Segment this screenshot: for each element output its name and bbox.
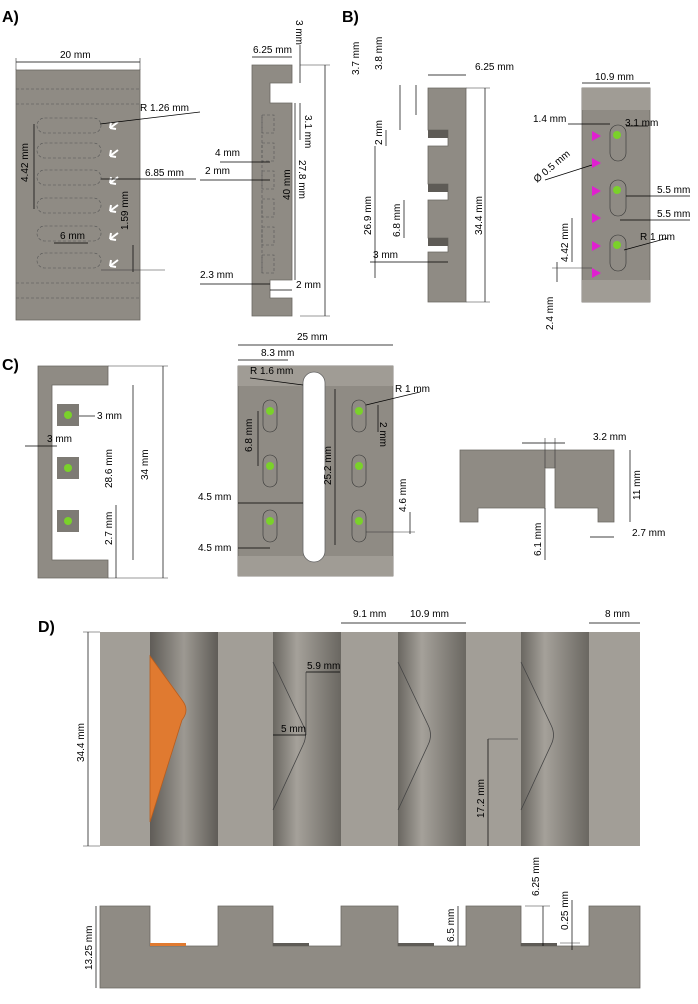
- dim-b-31: 3.1 mm: [625, 118, 658, 129]
- dim-b-dia: Ø 0.5 mm: [532, 149, 573, 186]
- dim-c-34: 34 mm: [140, 449, 151, 480]
- dim-a-3: 3 mm: [293, 20, 304, 45]
- dim-a-2: 2 mm: [205, 166, 230, 177]
- dim-d-91: 9.1 mm: [353, 609, 386, 620]
- dim-c-252: 25.2 mm: [323, 446, 334, 485]
- panel-label-d: D): [38, 619, 55, 636]
- dim-b-38: 3.8 mm: [374, 37, 385, 70]
- panel-d-side-view: [99, 905, 641, 989]
- dim-d-1325: 13.25 mm: [84, 926, 95, 970]
- green-marker: [613, 131, 621, 249]
- dim-c-32: 3.2 mm: [593, 432, 626, 443]
- dim-c-r16: R 1.6 mm: [250, 366, 293, 377]
- dim-b-37: 3.7 mm: [351, 42, 362, 75]
- dim-b-269: 26.9 mm: [363, 196, 374, 235]
- dim-a-radius: R 1.26 mm: [140, 103, 189, 114]
- dim-d-344: 34.4 mm: [76, 723, 87, 762]
- dim-b-68: 6.8 mm: [392, 204, 403, 237]
- dim-a-685: 6.85 mm: [145, 168, 184, 179]
- dim-a-40: 40 mm: [282, 169, 293, 200]
- orange-insert: [149, 654, 187, 823]
- dim-a-278: 27.8 mm: [296, 160, 307, 199]
- panel-label-a: A): [2, 9, 19, 26]
- dim-b-24: 2.4 mm: [545, 297, 556, 330]
- dim-c-68: 6.8 mm: [244, 419, 255, 452]
- dim-c-2: 2 mm: [377, 422, 388, 447]
- panel-c-front-plate: [237, 365, 394, 577]
- panel-label-c: C): [2, 357, 19, 374]
- dim-c-r1: R 1 mm: [395, 384, 430, 395]
- panel-c-side-profile: [37, 365, 109, 579]
- dim-d-109: 10.9 mm: [410, 609, 449, 620]
- dim-d-172: 17.2 mm: [476, 779, 487, 818]
- dim-d-59: 5.9 mm: [307, 661, 340, 672]
- dim-b-55a: 5.5 mm: [657, 185, 690, 196]
- pink-arrow-markers: [592, 131, 601, 278]
- dim-c-3b: 3 mm: [47, 434, 72, 445]
- dim-c-27w: 2.7 mm: [632, 528, 665, 539]
- dim-c-45a: 4.5 mm: [198, 492, 231, 503]
- dim-c-45b: 4.5 mm: [198, 543, 231, 554]
- dim-a-side-width: 6.25 mm: [253, 45, 292, 56]
- dim-b-442: 4.42 mm: [560, 223, 571, 262]
- dim-d-8: 8 mm: [605, 609, 630, 620]
- dim-c-25: 25 mm: [297, 332, 328, 343]
- dim-a-width: 20 mm: [60, 50, 91, 61]
- dim-a-pitch: 4.42 mm: [20, 143, 31, 182]
- panel-label-b: B): [342, 9, 359, 26]
- dim-a-23: 2.3 mm: [200, 270, 233, 281]
- dim-a-4: 4 mm: [215, 148, 240, 159]
- dim-c-83: 8.3 mm: [261, 348, 294, 359]
- dim-a-slot-len: 6 mm: [60, 231, 85, 242]
- panel-a-side-profile: [251, 64, 293, 317]
- dim-c-46: 4.6 mm: [398, 479, 409, 512]
- dim-c-61: 6.1 mm: [533, 523, 544, 556]
- dim-b-r1: R 1 mm: [640, 232, 675, 243]
- dim-b-344: 34.4 mm: [474, 196, 485, 235]
- panel-a-front-plate: [15, 69, 141, 321]
- dim-b-3: 3 mm: [373, 250, 398, 261]
- dim-c-3a: 3 mm: [97, 411, 122, 422]
- dim-b-14: 1.4 mm: [533, 114, 566, 125]
- dim-a-31: 3.1 mm: [302, 115, 313, 148]
- dim-d-65: 6.5 mm: [446, 909, 457, 942]
- panel-b-side-profile: [427, 87, 467, 303]
- dim-b-625: 6.25 mm: [475, 62, 514, 73]
- dim-a-159: 1.59 mm: [120, 191, 131, 230]
- dim-c-286: 28.6 mm: [104, 449, 115, 488]
- panel-c-end-view: [459, 449, 615, 523]
- orange-insert: [150, 943, 186, 946]
- dim-c-11: 11 mm: [632, 470, 643, 500]
- dim-b-2: 2 mm: [374, 120, 385, 145]
- dim-c-27: 2.7 mm: [104, 512, 115, 545]
- dim-a-b2: 2 mm: [296, 280, 321, 291]
- green-marker: [266, 407, 363, 525]
- green-marker: [64, 411, 72, 525]
- dim-d-625: 6.25 mm: [531, 857, 542, 896]
- dim-d-025: 0.25 mm: [560, 891, 571, 930]
- dim-d-5: 5 mm: [281, 724, 306, 735]
- panel-b-front-plate: [581, 87, 651, 303]
- dim-b-55b: 5.5 mm: [657, 209, 690, 220]
- panel-d-top-view: [100, 632, 640, 846]
- dim-b-109: 10.9 mm: [595, 72, 634, 83]
